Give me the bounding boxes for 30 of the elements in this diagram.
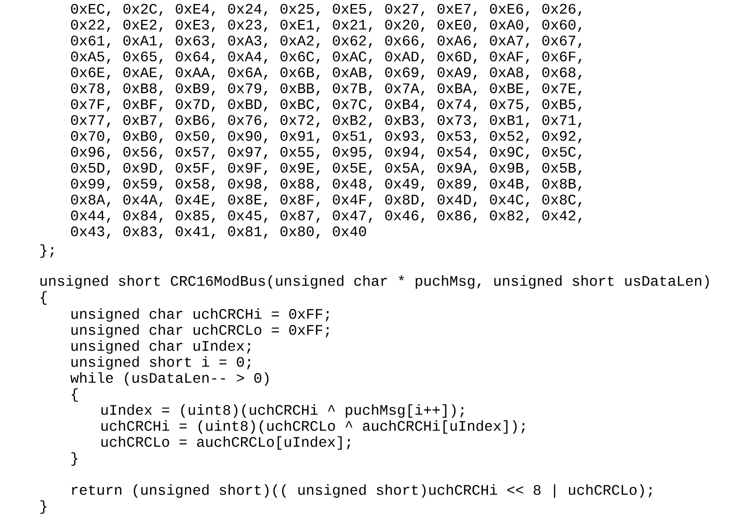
code-line: 0x44, 0x84, 0x85, 0x45, 0x87, 0x47, 0x46, 0x86, 0x82, 0x42, (71, 210, 582, 223)
code-line: { (72, 388, 78, 402)
code-line: unsigned char uchCRCHi = 0xFF; (72, 308, 329, 322)
code-line: unsigned char uIndex; (72, 340, 250, 354)
code-line: { (40, 291, 47, 305)
code-line: 0x6E, 0xAE, 0xAA, 0x6A, 0x6B, 0xAB, 0x69, 0xA9, 0xA8, 0x68, (71, 67, 582, 80)
code-line: } (40, 500, 46, 514)
code-line: unsigned short i = 0; (72, 356, 250, 370)
code-line: 0x22, 0xE2, 0xE3, 0x23, 0xE1, 0x21, 0x20, 0xE0, 0xA0, 0x60, (71, 20, 582, 32)
code-line: uIndex = (uint8)(uchCRCHi ^ puchMsg[i++]); (102, 404, 464, 418)
code-line: 0x78, 0xB8, 0xB9, 0x79, 0xBB, 0x7B, 0x7A, 0xBA, 0xBE, 0x7E, (71, 83, 582, 96)
code-line: 0x7F, 0xBF, 0x7D, 0xBD, 0xBC, 0x7C, 0xB4, 0x74, 0x75, 0xB5, (71, 99, 582, 112)
code-line: 0x77, 0xB7, 0xB6, 0x76, 0x72, 0xB2, 0xB3, 0x73, 0xB1, 0x71, (71, 115, 582, 128)
code-line: uchCRCHi = (uint8)(uchCRCLo ^ auchCRCHi[uIndex]); (102, 420, 525, 434)
code-line: 0x96, 0x56, 0x57, 0x97, 0x55, 0x95, 0x94, 0x54, 0x9C, 0x5C, (71, 146, 582, 160)
code-line: 0x8A, 0x4A, 0x4E, 0x8E, 0x8F, 0x4F, 0x8D, 0x4D, 0x4C, 0x8C, (71, 194, 582, 207)
code-line: return (unsigned short)(( unsigned short)uchCRCHi << 8 | uchCRCLo); (72, 484, 652, 498)
code-line: while (usDataLen-- > 0) (70, 372, 268, 386)
code-line: 0xEC, 0x2C, 0xE4, 0x24, 0x25, 0xE5, 0x27, 0xE7, 0xE6, 0x26, (71, 4, 582, 16)
code-line: 0x5D, 0x9D, 0x5F, 0x9F, 0x9E, 0x5E, 0x5A, 0x9A, 0x9B, 0x5B, (71, 162, 582, 176)
code-line: unsigned char uchCRCLo = 0xFF; (72, 324, 329, 338)
code-line: 0xA5, 0x65, 0x64, 0xA4, 0x6C, 0xAC, 0xAD, 0x6D, 0xAF, 0x6F, (71, 52, 582, 64)
code-line: 0x70, 0xB0, 0x50, 0x90, 0x91, 0x51, 0x93, 0x53, 0x52, 0x92, (71, 131, 582, 144)
code-line: uchCRCLo = auchCRCLo[uIndex]; (102, 436, 350, 450)
code-line: unsigned short CRC16ModBus(unsigned char * puchMsg, unsigned short usDataLen) (40, 275, 709, 289)
code-line: 0x99, 0x59, 0x58, 0x98, 0x88, 0x48, 0x49, 0x89, 0x4B, 0x8B, (71, 178, 582, 192)
code-line: }; (40, 244, 54, 258)
code-line: 0x43, 0x83, 0x41, 0x81, 0x80, 0x40 (71, 226, 366, 239)
code-line: 0x61, 0xA1, 0x63, 0xA3, 0xA2, 0x62, 0x66, 0xA6, 0xA7, 0x67, (71, 36, 582, 48)
code-line: } (71, 452, 78, 466)
